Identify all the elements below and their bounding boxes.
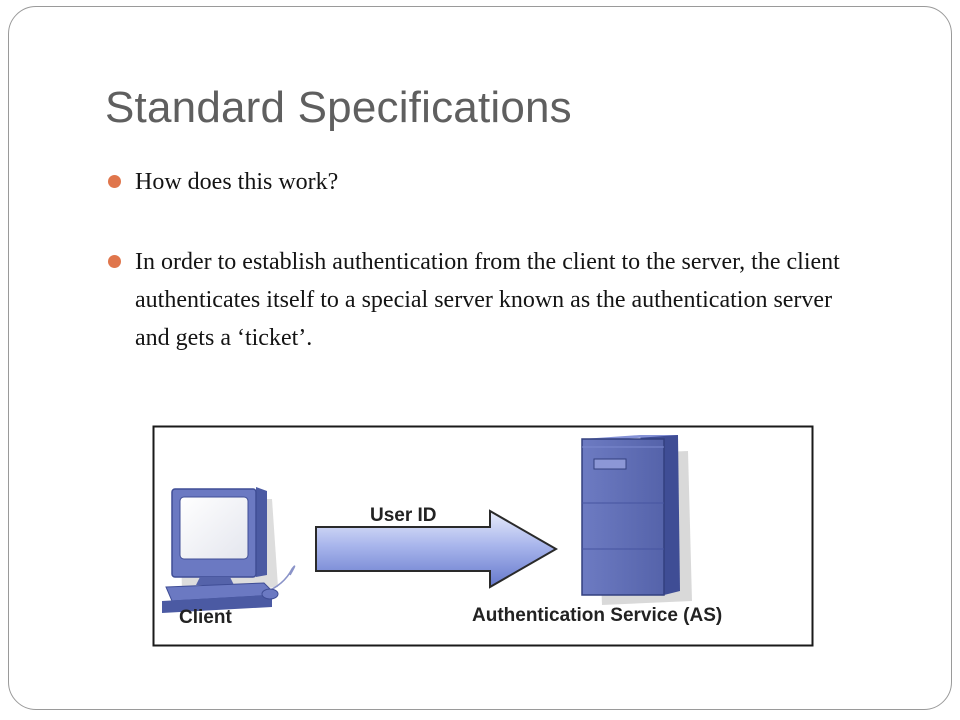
arrow-label: User ID	[370, 505, 437, 526]
server-tower-icon	[581, 435, 692, 605]
computer-icon	[162, 487, 296, 613]
bullet-dot-icon	[108, 255, 121, 268]
authentication-diagram: Client User ID Authentication Service (A…	[152, 425, 814, 647]
client-label: Client	[179, 607, 232, 628]
bullet-text: How does this work?	[135, 169, 339, 195]
bullet-item: How does this work?	[108, 163, 868, 201]
bullet-item: In order to establish authentication fro…	[108, 243, 868, 357]
bullet-list: How does this work? In order to establis…	[108, 163, 868, 357]
slide-title: Standard Specifications	[105, 83, 572, 132]
bullet-text: In order to establish authentication fro…	[135, 249, 840, 351]
bullet-dot-icon	[108, 175, 121, 188]
arrow-right-icon	[315, 509, 559, 589]
server-label: Authentication Service (AS)	[472, 605, 722, 626]
